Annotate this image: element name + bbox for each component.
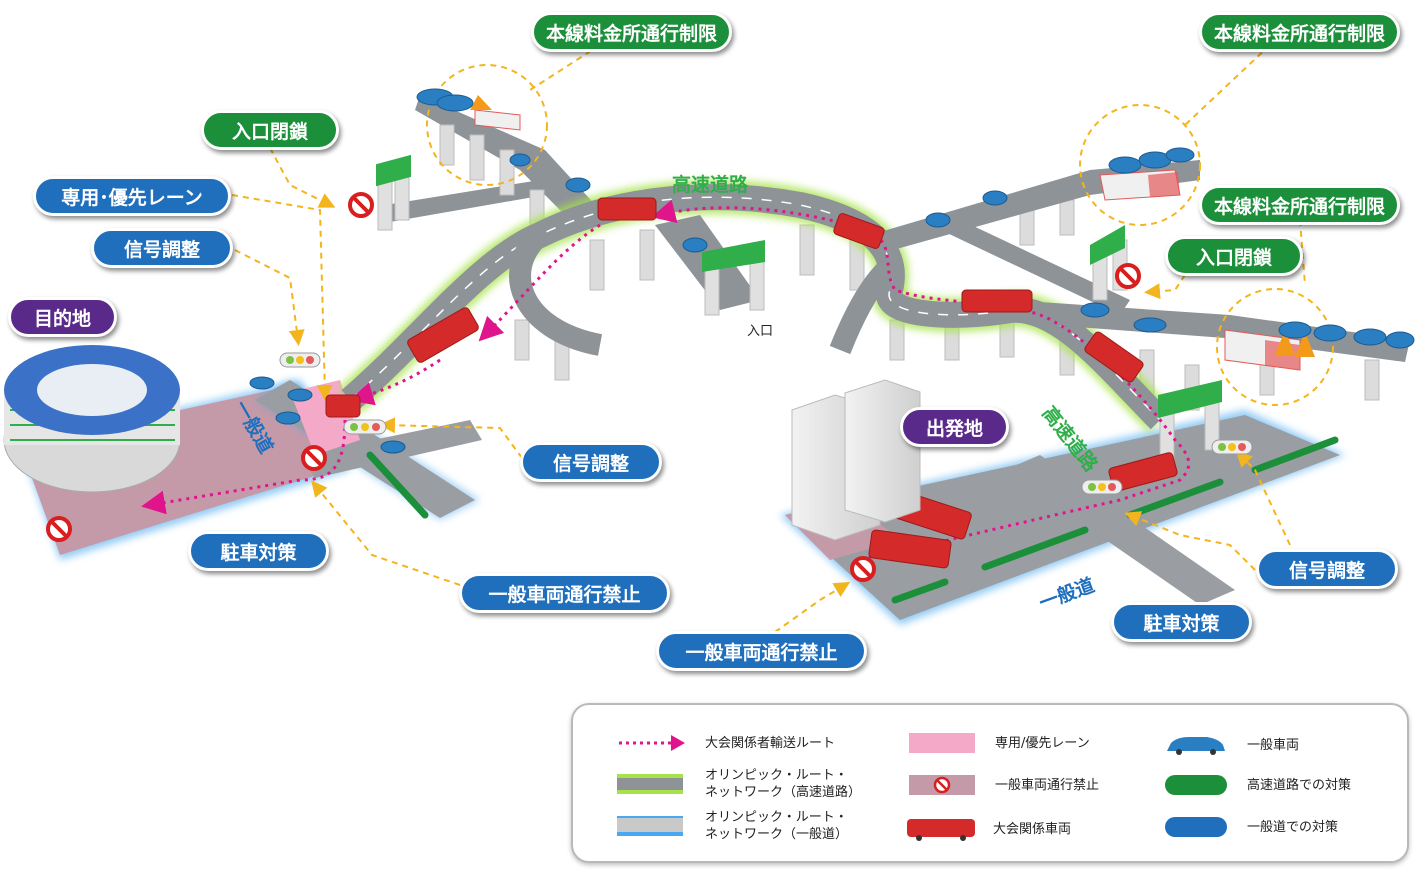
legend-label-no-general: 一般車両通行禁止 bbox=[995, 777, 1100, 793]
entrance-gate-right bbox=[1090, 225, 1128, 301]
legend-label-games-vehicle: 大会関係車両 bbox=[993, 821, 1072, 837]
bus-icon bbox=[907, 819, 975, 841]
dedicated-lane-swatch-icon bbox=[909, 733, 975, 753]
legend-label-general-measure: 一般道での対策 bbox=[1247, 819, 1339, 835]
traffic-signals bbox=[279, 352, 1253, 495]
games-transport-route bbox=[141, 199, 1191, 562]
car-icon bbox=[1167, 737, 1225, 755]
callout-no-general-vehicles-left: 一般車両通行禁止 bbox=[459, 573, 670, 613]
legend: 大会関係者輸送ルート オリンピック・ルート・ ネットワーク（高速道路） オリンピ… bbox=[571, 703, 1409, 863]
toll-booth-top-center bbox=[470, 95, 521, 131]
expressway-swatch-icon bbox=[617, 774, 683, 794]
legend-label-orn-expressway: オリンピック・ルート・ ネットワーク（高速道路） bbox=[705, 768, 862, 800]
origin-buildings bbox=[791, 379, 921, 541]
callout-leaders bbox=[231, 44, 1306, 633]
legend-item-expressway-measure: 高速道路での対策 bbox=[1165, 775, 1351, 795]
legend-item-general-vehicle: 一般車両 bbox=[1163, 733, 1299, 757]
label-entrance: 入口 bbox=[747, 324, 774, 339]
callout-signal-adjustment-left-bottom: 信号調整 bbox=[520, 442, 662, 482]
legend-item-general-measure: 一般道での対策 bbox=[1165, 817, 1338, 837]
toll-booth-mid-right bbox=[1224, 329, 1315, 371]
callout-origin: 出発地 bbox=[900, 407, 1009, 447]
callout-toll-restriction-top-right: 本線料金所通行制限 bbox=[1199, 12, 1400, 52]
label-expressway-top: 高速道路 bbox=[672, 174, 749, 196]
legend-item-route: 大会関係者輸送ルート bbox=[617, 733, 835, 753]
legend-label-expressway-measure: 高速道路での対策 bbox=[1247, 777, 1352, 793]
general-measure-swatch-icon bbox=[1165, 817, 1227, 837]
general-road-swatch-icon bbox=[617, 816, 683, 836]
legend-item-dedicated-lane: 専用/優先レーン bbox=[909, 733, 1090, 753]
expressway-measure-swatch-icon bbox=[1165, 775, 1227, 795]
legend-item-orn-expressway: オリンピック・ルート・ ネットワーク（高速道路） bbox=[617, 767, 861, 801]
callout-parking-measures-right: 駐車対策 bbox=[1111, 602, 1252, 642]
general-road-left bbox=[20, 380, 482, 560]
callout-signal-adjustment-left-top: 信号調整 bbox=[91, 228, 233, 268]
entrance-gate-left bbox=[376, 154, 411, 231]
callout-no-general-vehicles-right: 一般車両通行禁止 bbox=[656, 631, 867, 671]
legend-item-no-general: 一般車両通行禁止 bbox=[909, 775, 1099, 795]
legend-label-general-vehicle: 一般車両 bbox=[1247, 737, 1300, 753]
callout-dedicated-lane: 専用･優先レーン bbox=[33, 176, 231, 216]
legend-item-orn-general: オリンピック・ルート・ ネットワーク（一般道） bbox=[617, 809, 848, 843]
legend-label-dedicated-lane: 専用/優先レーン bbox=[995, 735, 1090, 751]
games-vehicles bbox=[325, 197, 1178, 569]
toll-booth-top-right bbox=[1099, 169, 1181, 201]
no-entry-signs bbox=[46, 192, 1141, 582]
callout-destination: 目的地 bbox=[8, 297, 117, 337]
legend-label-route: 大会関係者輸送ルート bbox=[705, 735, 836, 751]
callout-circles bbox=[426, 64, 1334, 406]
general-vehicles bbox=[249, 88, 1415, 454]
no-entry-icon bbox=[909, 775, 975, 795]
legend-item-games-vehicle: 大会関係車両 bbox=[905, 817, 1071, 841]
entrance-gate-center bbox=[702, 240, 765, 316]
route-arrow-icon bbox=[619, 735, 685, 751]
callout-entrance-closed-left: 入口閉鎖 bbox=[201, 110, 339, 150]
callout-toll-restriction-top-center: 本線料金所通行制限 bbox=[531, 12, 732, 52]
callout-signal-adjustment-right: 信号調整 bbox=[1256, 549, 1398, 589]
callout-entrance-closed-right: 入口閉鎖 bbox=[1165, 236, 1303, 276]
entrance-gate-lower-right bbox=[1158, 380, 1222, 461]
callout-parking-measures-left: 駐車対策 bbox=[188, 531, 329, 571]
callout-toll-restriction-mid-right: 本線料金所通行制限 bbox=[1199, 185, 1400, 225]
legend-label-orn-general: オリンピック・ルート・ ネットワーク（一般道） bbox=[705, 810, 849, 842]
stadium-destination bbox=[3, 345, 181, 493]
